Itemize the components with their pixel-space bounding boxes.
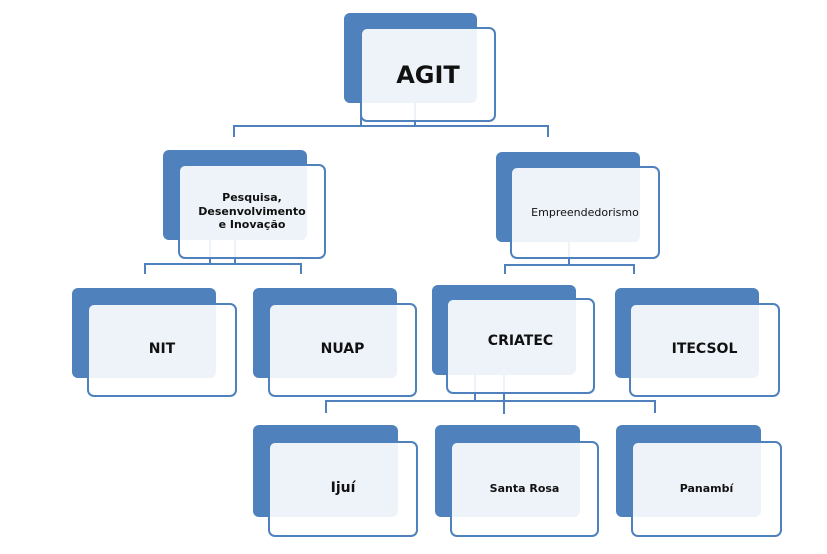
connector-agit-drop-pdi <box>233 125 235 137</box>
connector-criatec <box>325 400 656 402</box>
node-agit[interactable]: AGIT <box>360 27 496 122</box>
node-ijui[interactable]: Ijuí <box>268 441 418 537</box>
node-nit[interactable]: NIT <box>87 303 237 397</box>
connector-criatec-drop-panambi <box>654 400 656 413</box>
connector-emp-drop-criatec <box>504 264 506 274</box>
node-label: Panambí <box>679 482 734 496</box>
node-label: AGIT <box>396 60 460 89</box>
node-label: NIT <box>148 341 176 358</box>
node-criatec[interactable]: CRIATEC <box>446 298 595 394</box>
node-empreendedorismo[interactable]: Empreendedorismo <box>510 166 660 259</box>
node-panambi[interactable]: Panambí <box>631 441 782 537</box>
connector-criatec-stem-right <box>503 375 505 414</box>
connector-pdi <box>144 263 302 265</box>
node-label: ITECSOL <box>671 341 738 358</box>
node-label: Empreendedorismo <box>531 205 639 219</box>
connector-agit <box>233 125 549 127</box>
node-santa-rosa[interactable]: Santa Rosa <box>450 441 599 537</box>
node-label: NUAP <box>320 341 365 358</box>
node-nuap[interactable]: NUAP <box>268 303 417 397</box>
connector-agit-drop-emp <box>547 125 549 137</box>
connector-criatec-drop-ijui <box>325 400 327 413</box>
connector-pdi-drop-nuap <box>300 263 302 274</box>
connector-emp-drop-itecsol <box>633 264 635 274</box>
node-label: Santa Rosa <box>489 482 560 496</box>
node-itecsol[interactable]: ITECSOL <box>629 303 780 397</box>
connector-emp <box>504 264 635 266</box>
node-pdi[interactable]: Pesquisa, Desenvolvimento e Inovação <box>178 164 326 259</box>
connector-pdi-drop-nit <box>144 263 146 274</box>
node-label: Ijuí <box>330 480 356 497</box>
node-label: Pesquisa, Desenvolvimento e Inovação <box>198 190 306 232</box>
node-label: CRIATEC <box>487 333 554 350</box>
